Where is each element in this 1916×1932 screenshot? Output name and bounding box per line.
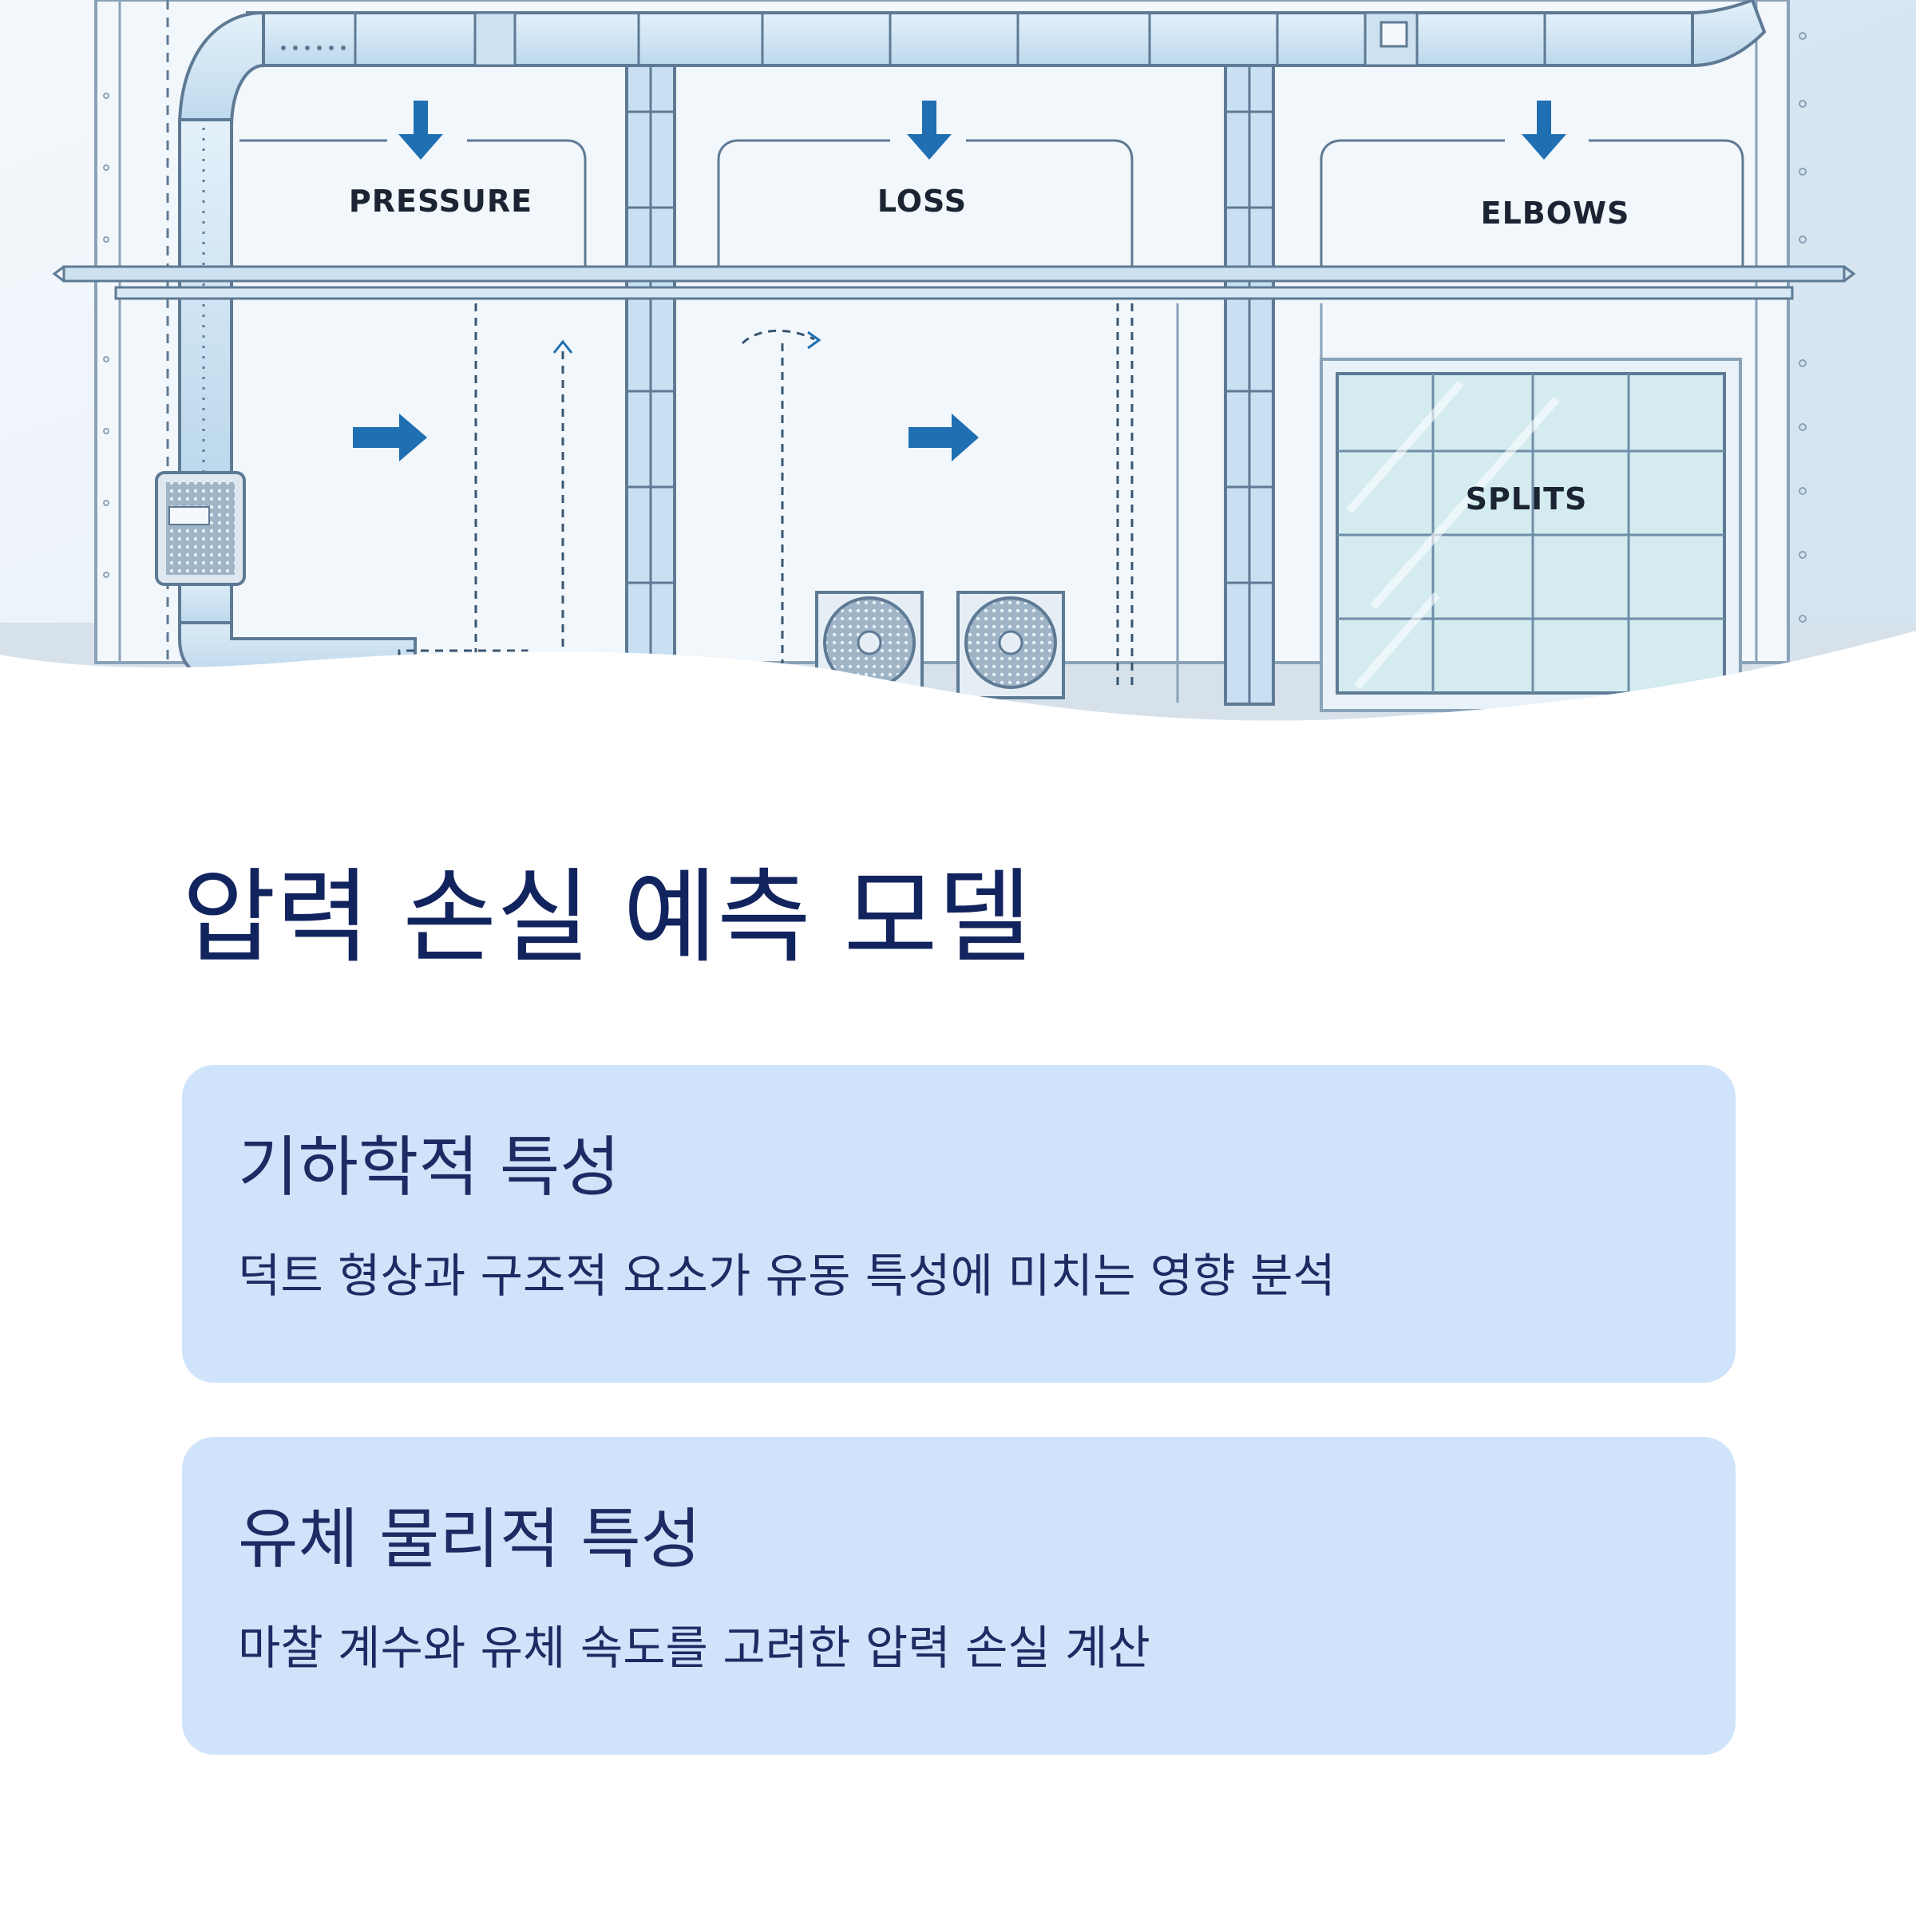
label-pressure: PRESSURE [349, 184, 532, 219]
card-title: 유체 물리적 특성 [238, 1502, 702, 1578]
right-arrow-icons [353, 414, 979, 461]
column-left [625, 64, 676, 706]
horizontal-rail [62, 265, 1846, 283]
duct-diagram-illustration: PRESSURE LOSS ELBOWS SPLITS [0, 0, 1916, 734]
card-title: 기하학적 특성 [238, 1130, 620, 1206]
main-duct [246, 11, 1694, 67]
feature-card-fluid-physics: 유체 물리적 특성 마찰 계수와 유체 속도를 고려한 압력 손실 계산 [182, 1437, 1736, 1755]
card-description: 덕트 형상과 구조적 요소가 유동 특성에 미치는 영향 분석 [238, 1249, 1336, 1304]
label-loss: LOSS [877, 184, 967, 219]
fan-unit-right [956, 591, 1065, 699]
label-elbows: ELBOWS [1481, 196, 1630, 231]
column-right [1224, 64, 1275, 706]
fan-unit-left [815, 591, 924, 699]
label-splits: SPLITS [1466, 481, 1588, 517]
feature-card-geometry: 기하학적 특성 덕트 형상과 구조적 요소가 유동 특성에 미치는 영향 분석 [182, 1065, 1736, 1383]
page-title: 압력 손실 예측 모델 [182, 858, 1032, 977]
window-panel [1320, 358, 1742, 712]
card-description: 마찰 계수와 유체 속도를 고려한 압력 손실 계산 [238, 1621, 1150, 1676]
down-arrow-icons [398, 101, 1566, 160]
